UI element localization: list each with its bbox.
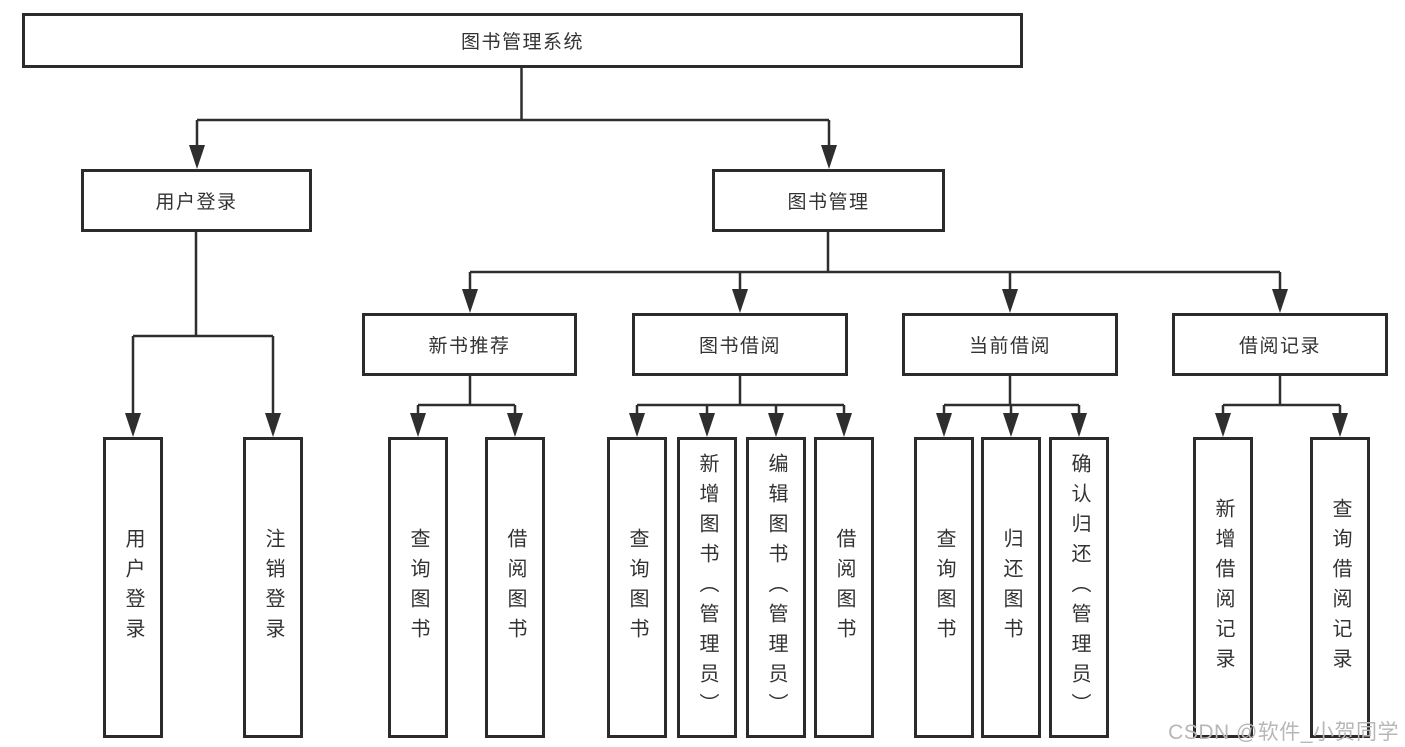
leaf-logout: 注销登录 bbox=[243, 437, 303, 738]
node-label: 查询图书 bbox=[407, 527, 429, 648]
node-label: 图书管理 bbox=[787, 192, 870, 213]
node-label: 借阅记录 bbox=[1238, 336, 1321, 357]
node-book-borrow: 图书借阅 bbox=[632, 313, 848, 376]
node-label: 新书推荐 bbox=[428, 336, 511, 357]
node-label: 注销登录 bbox=[262, 527, 284, 648]
node-book-management: 图书管理 bbox=[712, 169, 945, 232]
leaf-confirm-return-admin: 确认归还（管理员） bbox=[1049, 437, 1109, 738]
node-new-book-recommend: 新书推荐 bbox=[362, 313, 577, 376]
node-label: 查询借阅记录 bbox=[1329, 497, 1351, 678]
node-label: 图书借阅 bbox=[698, 336, 781, 357]
node-label: 用户登录 bbox=[155, 192, 238, 213]
leaf-user-login: 用户登录 bbox=[103, 437, 163, 738]
leaf-query-book-borrow: 查询图书 bbox=[607, 437, 667, 738]
node-current-borrow: 当前借阅 bbox=[902, 313, 1118, 376]
node-library-system: 图书管理系统 bbox=[22, 13, 1023, 68]
node-label: 当前借阅 bbox=[968, 336, 1051, 357]
leaf-edit-book-admin: 编辑图书（管理员） bbox=[746, 437, 806, 738]
node-label: 借阅图书 bbox=[504, 527, 526, 648]
leaf-borrow-book-recommend: 借阅图书 bbox=[485, 437, 545, 738]
leaf-query-book-current: 查询图书 bbox=[914, 437, 974, 738]
node-label: 新增借阅记录 bbox=[1212, 497, 1234, 678]
csdn-watermark: CSDN @软件_小贺同学 bbox=[1168, 721, 1399, 744]
leaf-query-book-recommend: 查询图书 bbox=[388, 437, 448, 738]
node-label: 归还图书 bbox=[1000, 527, 1022, 648]
node-label: 新增图书（管理员） bbox=[696, 452, 718, 723]
node-user-login: 用户登录 bbox=[81, 169, 312, 232]
leaf-add-borrow-record: 新增借阅记录 bbox=[1193, 437, 1253, 738]
node-label: 确认归还（管理员） bbox=[1068, 452, 1090, 723]
node-label: 查询图书 bbox=[933, 527, 955, 648]
node-label: 编辑图书（管理员） bbox=[765, 452, 787, 723]
node-label: 查询图书 bbox=[626, 527, 648, 648]
node-borrow-records: 借阅记录 bbox=[1172, 313, 1388, 376]
node-label: 用户登录 bbox=[122, 527, 144, 648]
leaf-add-book-admin: 新增图书（管理员） bbox=[677, 437, 737, 738]
leaf-return-book: 归还图书 bbox=[981, 437, 1041, 738]
node-label: 图书管理系统 bbox=[460, 32, 584, 53]
leaf-borrow-book: 借阅图书 bbox=[814, 437, 874, 738]
leaf-query-borrow-record: 查询借阅记录 bbox=[1310, 437, 1370, 738]
arrowheads bbox=[125, 145, 1348, 437]
node-label: 借阅图书 bbox=[833, 527, 855, 648]
